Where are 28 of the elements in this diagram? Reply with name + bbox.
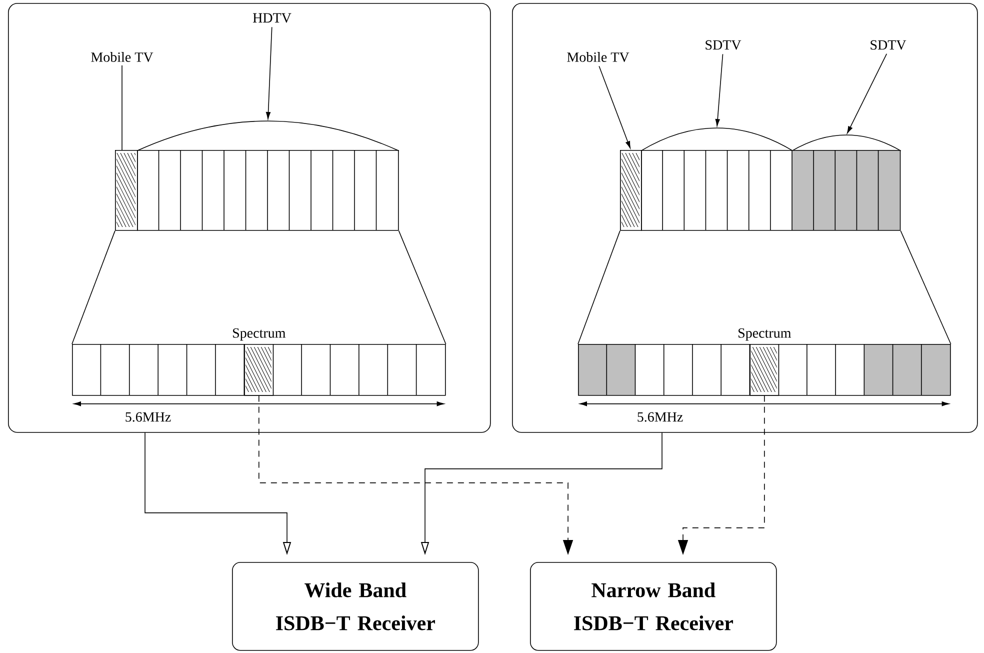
callout-label: SDTV	[870, 40, 906, 50]
zoom-line	[72, 230, 116, 344]
hatched-segment	[244, 344, 274, 396]
zoom-line	[398, 230, 446, 344]
arc	[640, 128, 794, 152]
callout-label: Mobile TV	[567, 52, 630, 62]
receiver-box: Wide Band ISDB−T Receiver	[232, 562, 479, 651]
panel	[8, 3, 491, 433]
hatched-segment	[115, 150, 138, 231]
hatched-segment	[750, 344, 780, 396]
arrow	[266, 26, 272, 120]
dimension-label: 5.6MHz	[638, 412, 683, 422]
arc	[136, 120, 400, 152]
dimension-label: 5.6MHz	[126, 412, 171, 422]
panel	[512, 3, 978, 433]
arrow	[847, 53, 888, 134]
zoom-line	[900, 230, 952, 344]
arrow	[715, 54, 724, 126]
arrow	[598, 66, 631, 148]
callout-label: Mobile TV	[91, 52, 154, 62]
receiver-box: Narrow Band ISDB−T Receiver	[530, 562, 777, 651]
zoom-line	[578, 230, 620, 344]
callout-label: SDTV	[706, 40, 742, 50]
bar-title: Spectrum	[233, 328, 286, 341]
callout-label: HDTV	[252, 13, 292, 23]
hatched-segment	[620, 150, 642, 231]
arc	[792, 134, 902, 152]
bar-title: Spectrum	[738, 328, 792, 341]
